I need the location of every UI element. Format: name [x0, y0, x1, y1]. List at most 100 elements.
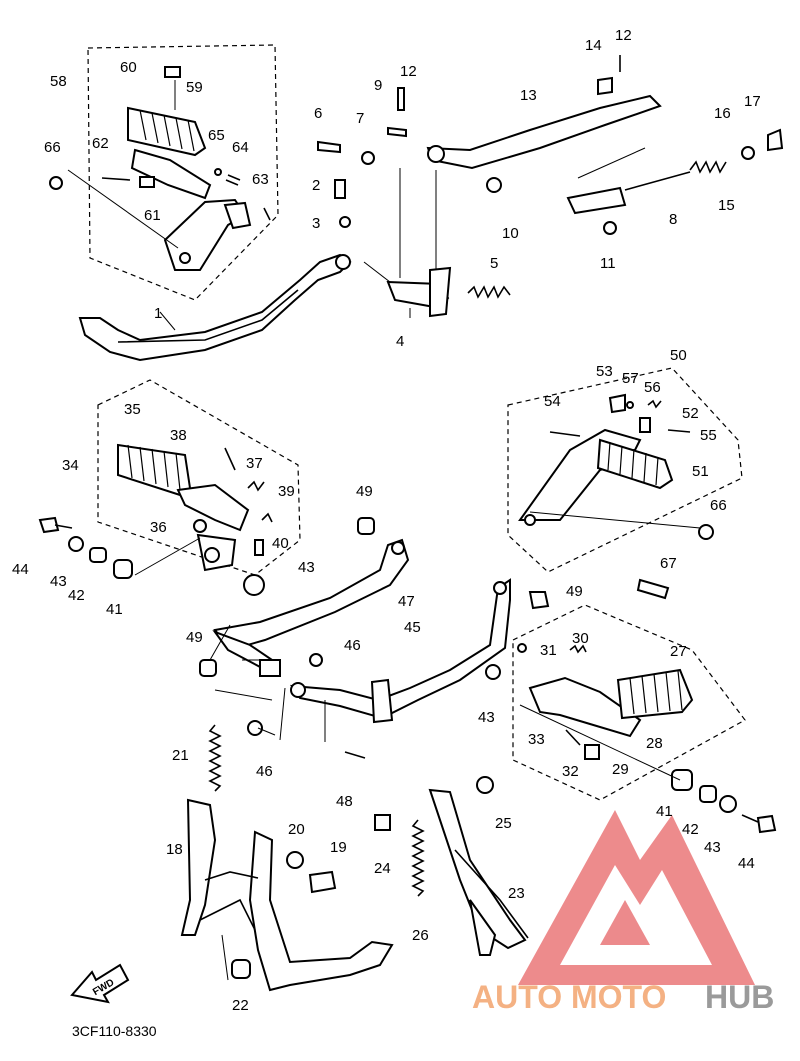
- watermark-text-auto: AUTO: [472, 979, 562, 1015]
- callout-1: 1: [154, 305, 162, 322]
- callout-41a: 41: [106, 601, 123, 618]
- footpeg-rubber-51: [596, 438, 674, 490]
- callout-21: 21: [172, 747, 189, 764]
- diagram-code: 3CF110-8330: [72, 1023, 157, 1039]
- callout-37: 37: [246, 455, 263, 472]
- callout-55: 55: [700, 427, 717, 444]
- spring-21: [208, 724, 222, 792]
- callout-35: 35: [124, 401, 141, 418]
- callout-43d: 43: [704, 839, 721, 856]
- leader-lines: [67, 80, 701, 781]
- callout-49a: 49: [356, 483, 373, 500]
- footpeg-61: [130, 148, 212, 200]
- callout-46a: 46: [344, 637, 361, 654]
- callout-51: 51: [692, 463, 709, 480]
- footpeg-bracket-27: [517, 643, 642, 760]
- callout-54: 54: [544, 393, 561, 410]
- footrest-bracket-50: [518, 393, 714, 600]
- callout-3: 3: [312, 215, 320, 232]
- small-parts-58: [49, 66, 271, 221]
- callout-18: 18: [166, 841, 183, 858]
- callout-44a: 44: [12, 561, 29, 578]
- bolts-top: [317, 87, 617, 235]
- callout-22: 22: [232, 997, 249, 1014]
- callout-26: 26: [412, 927, 429, 944]
- callout-43c: 43: [478, 709, 495, 726]
- brake-cable-8: [566, 55, 784, 215]
- callout-33: 33: [528, 731, 545, 748]
- callout-8: 8: [669, 211, 677, 228]
- callout-43b: 43: [298, 559, 315, 576]
- callout-11: 11: [600, 255, 616, 272]
- callout-6: 6: [314, 105, 322, 122]
- callout-48: 48: [336, 793, 353, 810]
- callout-28: 28: [646, 735, 663, 752]
- callout-9: 9: [374, 77, 382, 94]
- callout-16: 16: [714, 105, 731, 122]
- callout-19: 19: [330, 839, 347, 856]
- callout-29: 29: [612, 761, 629, 778]
- stay-45: [290, 578, 511, 724]
- watermark-text-moto: MOTO: [571, 979, 666, 1015]
- callout-13: 13: [520, 87, 537, 104]
- spring-5: [467, 285, 511, 299]
- footpeg-rubber-28: [616, 668, 694, 720]
- stand-fasteners: [231, 776, 494, 979]
- callout-25: 25: [495, 815, 512, 832]
- footpeg-bracket-34: [176, 447, 273, 572]
- spring-26: [411, 819, 425, 897]
- brake-pedal: [78, 253, 352, 362]
- left-bolts: [38, 516, 265, 596]
- watermark-text-hub: HUB: [705, 979, 774, 1015]
- callout-15: 15: [718, 197, 735, 214]
- callout-63: 63: [252, 171, 269, 188]
- callout-27: 27: [670, 643, 687, 660]
- callouts: 1 2 3 4 5 6 7 8 9 10 11 12 12 13 14 15 1…: [12, 27, 761, 1014]
- callout-2: 2: [312, 177, 320, 194]
- callout-31: 31: [540, 642, 557, 659]
- callout-47: 47: [398, 593, 415, 610]
- callout-30: 30: [572, 630, 589, 647]
- watermark-logo: [518, 810, 755, 985]
- callout-36: 36: [150, 519, 167, 536]
- callout-64: 64: [232, 139, 249, 156]
- callout-34: 34: [62, 457, 79, 474]
- callout-49c: 49: [566, 583, 583, 600]
- callout-49b: 49: [186, 629, 203, 646]
- callout-40: 40: [272, 535, 289, 552]
- callout-65: 65: [208, 127, 225, 144]
- callout-20: 20: [288, 821, 305, 838]
- callout-62: 62: [92, 135, 109, 152]
- callout-58: 58: [50, 73, 67, 90]
- callout-45: 45: [404, 619, 421, 636]
- right-bolts: [671, 769, 777, 834]
- callout-46b: 46: [256, 763, 273, 780]
- brake-shaft-4: [386, 266, 452, 318]
- main-stand-18: [180, 798, 394, 992]
- callout-43a: 43: [50, 573, 67, 590]
- callout-39: 39: [278, 483, 295, 500]
- callout-60: 60: [120, 59, 137, 76]
- footpeg-rubber-35: [117, 443, 192, 497]
- group-box-27: [512, 604, 746, 801]
- callout-42a: 42: [68, 587, 85, 604]
- side-stand-23: [428, 788, 529, 956]
- callout-38: 38: [170, 427, 187, 444]
- callout-10: 10: [502, 225, 519, 242]
- callout-53: 53: [596, 363, 613, 380]
- brake-rod-13: [426, 94, 662, 170]
- fwd-arrow-icon: FWD: [70, 963, 130, 1004]
- callout-44b: 44: [738, 855, 755, 872]
- footpeg-rubber-59: [127, 106, 207, 157]
- callout-61: 61: [144, 207, 161, 224]
- callout-12b: 12: [615, 27, 632, 44]
- callout-24: 24: [374, 860, 391, 877]
- callout-50: 50: [670, 347, 687, 364]
- callout-42b: 42: [682, 821, 699, 838]
- callout-32: 32: [562, 763, 579, 780]
- callout-66a: 66: [44, 139, 61, 156]
- callout-52: 52: [682, 405, 699, 422]
- callout-66b: 66: [710, 497, 727, 514]
- callout-23: 23: [508, 885, 525, 902]
